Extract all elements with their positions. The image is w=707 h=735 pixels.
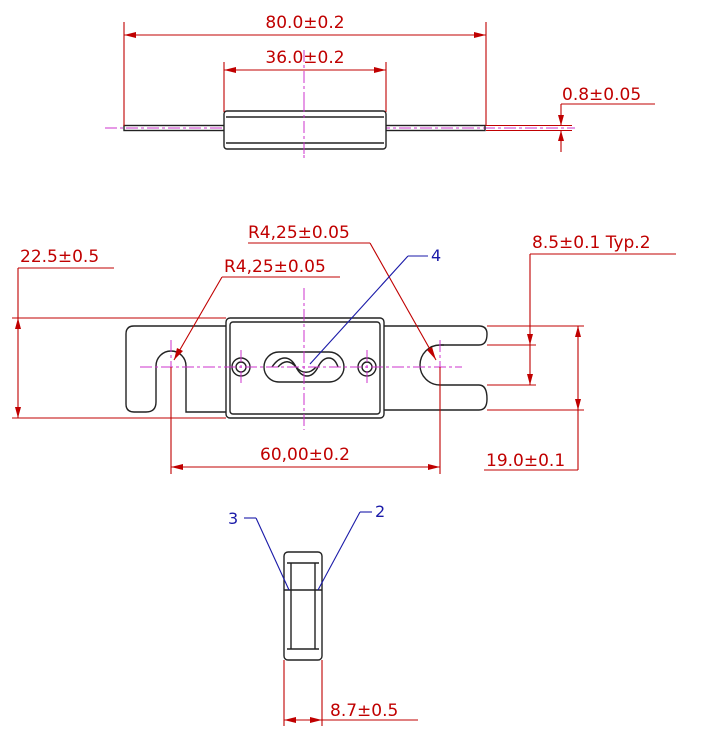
- right-blade-outline: [384, 325, 488, 411]
- arrowhead: [527, 374, 533, 385]
- top-body-outline: [223, 110, 387, 150]
- arrowhead: [575, 326, 581, 337]
- radius-right-label: R4,25±0.05: [248, 223, 350, 243]
- callout-3-label: 3: [228, 509, 238, 528]
- radius-left-label: R4,25±0.05: [224, 257, 326, 277]
- arrowhead: [224, 67, 236, 73]
- arrowhead: [558, 115, 564, 126]
- arrowhead: [527, 334, 533, 345]
- callout-leader: [255, 517, 290, 591]
- arrowhead: [15, 407, 21, 418]
- front-view: R4,25±0.05 R4,25±0.05 4 8.5±0.1 Typ.2 22…: [12, 223, 676, 474]
- arrowhead: [171, 464, 183, 470]
- arrowhead: [174, 348, 183, 360]
- side-body-outline: [283, 551, 323, 661]
- arrowhead: [427, 347, 436, 360]
- slot-width-label: 8.5±0.1 Typ.2: [532, 233, 651, 253]
- side-view: 3 2 8.7±0.5: [228, 502, 418, 726]
- callout-4-label: 4: [431, 246, 441, 265]
- arrowhead: [124, 32, 136, 38]
- body-thickness-label: 8.7±0.5: [330, 701, 398, 721]
- hole-spacing-label: 60,00±0.2: [260, 445, 350, 465]
- front-body-outline: [225, 317, 385, 419]
- front-body-inner-outline: [229, 321, 381, 415]
- arrowhead: [558, 130, 564, 141]
- callout-2-label: 2: [375, 502, 385, 521]
- overall-height-label: 22.5±0.5: [20, 247, 99, 267]
- fuse-element: [271, 357, 339, 377]
- arrowhead: [310, 717, 322, 723]
- callout-leader: [309, 255, 409, 365]
- arrowhead: [575, 399, 581, 410]
- leader-line: [369, 242, 437, 361]
- arrowhead: [284, 717, 296, 723]
- overall-length-label: 80.0±0.2: [265, 13, 344, 33]
- arrowhead: [15, 318, 21, 329]
- body-length-label: 36.0±0.2: [265, 48, 344, 68]
- arrowhead: [474, 32, 486, 38]
- blade-width-label: 19.0±0.1: [486, 451, 565, 471]
- arrowhead: [374, 67, 386, 73]
- top-view: 80.0±0.2 36.0±0.2 0.8±0.05: [105, 13, 655, 158]
- blade-thickness-label: 0.8±0.05: [562, 85, 641, 105]
- callout-leader: [317, 511, 361, 591]
- left-blade-outline: [125, 325, 226, 413]
- arrowhead: [428, 464, 440, 470]
